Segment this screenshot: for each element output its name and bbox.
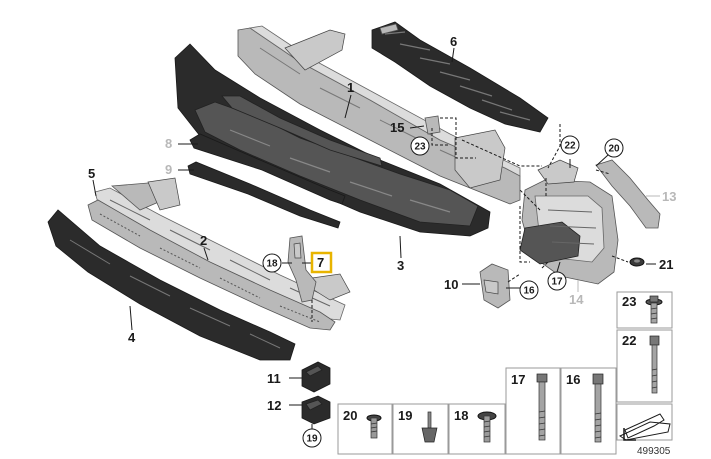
part-16-bolt bbox=[592, 373, 604, 443]
callout-3: 3 bbox=[397, 258, 404, 273]
part-21-nut bbox=[629, 257, 645, 267]
grid-label-23: 23 bbox=[622, 294, 636, 309]
circle-callout-18: 18 bbox=[266, 259, 278, 270]
part-15-clip bbox=[424, 115, 441, 135]
part-3-absorber bbox=[174, 43, 491, 237]
arrow-symbol-icon bbox=[618, 413, 671, 441]
grid-label-22: 22 bbox=[622, 333, 636, 348]
callout-10: 10 bbox=[444, 277, 458, 292]
leader-lines bbox=[92, 47, 660, 429]
circle-callout-17: 17 bbox=[551, 277, 563, 288]
circle-callout-20: 20 bbox=[608, 144, 620, 155]
grid-label-19: 19 bbox=[398, 408, 412, 423]
part-1-carrier bbox=[237, 25, 521, 205]
part-17-bolt bbox=[536, 373, 548, 441]
part-5-grille-lower bbox=[87, 199, 336, 331]
grid-label-20: 20 bbox=[343, 408, 357, 423]
highlight-box bbox=[310, 251, 333, 274]
grid-label-18: 18 bbox=[454, 408, 468, 423]
part-20-screw bbox=[366, 414, 382, 439]
circled-callouts: 23 22 20 18 17 16 19 bbox=[262, 135, 624, 448]
document-number: 499305 bbox=[637, 446, 671, 457]
part-23-bolt bbox=[645, 295, 663, 324]
part-14-bracket-assembly bbox=[519, 159, 619, 285]
part-18-screw bbox=[477, 411, 497, 443]
circle-callout-19: 19 bbox=[306, 434, 318, 445]
callout-2: 2 bbox=[200, 233, 207, 248]
callout-14: 14 bbox=[569, 292, 584, 307]
part-8-strip bbox=[189, 133, 346, 205]
callout-11: 11 bbox=[267, 371, 281, 386]
part-6-bracket bbox=[371, 21, 549, 133]
callout-15: 15 bbox=[390, 120, 404, 135]
part-19-rivet bbox=[421, 411, 438, 443]
callout-9: 9 bbox=[165, 162, 172, 177]
fastener-grid: 20 19 18 17 16 bbox=[337, 291, 673, 455]
callout-1: 1 bbox=[347, 80, 354, 95]
part-22-bolt bbox=[649, 335, 660, 394]
part-4-spoiler bbox=[47, 209, 296, 361]
circle-callout-23: 23 bbox=[414, 142, 426, 153]
part-9-strip bbox=[187, 161, 341, 229]
grid-label-16: 16 bbox=[566, 372, 580, 387]
part-2-grille-carrier bbox=[94, 177, 351, 321]
part-11-block bbox=[301, 361, 331, 393]
part-10-bracket bbox=[479, 263, 511, 309]
callout-12: 12 bbox=[267, 398, 281, 413]
circle-callout-22: 22 bbox=[564, 141, 576, 152]
callout-13: 13 bbox=[662, 189, 676, 204]
callout-4: 4 bbox=[128, 330, 136, 345]
part-13-side-strip bbox=[595, 159, 661, 229]
callout-6: 6 bbox=[450, 34, 457, 49]
part-12-block bbox=[301, 395, 331, 425]
callout-21: 21 bbox=[659, 257, 673, 272]
circle-callout-16: 16 bbox=[523, 286, 535, 297]
callout-5: 5 bbox=[88, 166, 95, 181]
callout-7: 7 bbox=[317, 255, 324, 270]
callout-8: 8 bbox=[165, 136, 172, 151]
grid-label-17: 17 bbox=[511, 372, 525, 387]
